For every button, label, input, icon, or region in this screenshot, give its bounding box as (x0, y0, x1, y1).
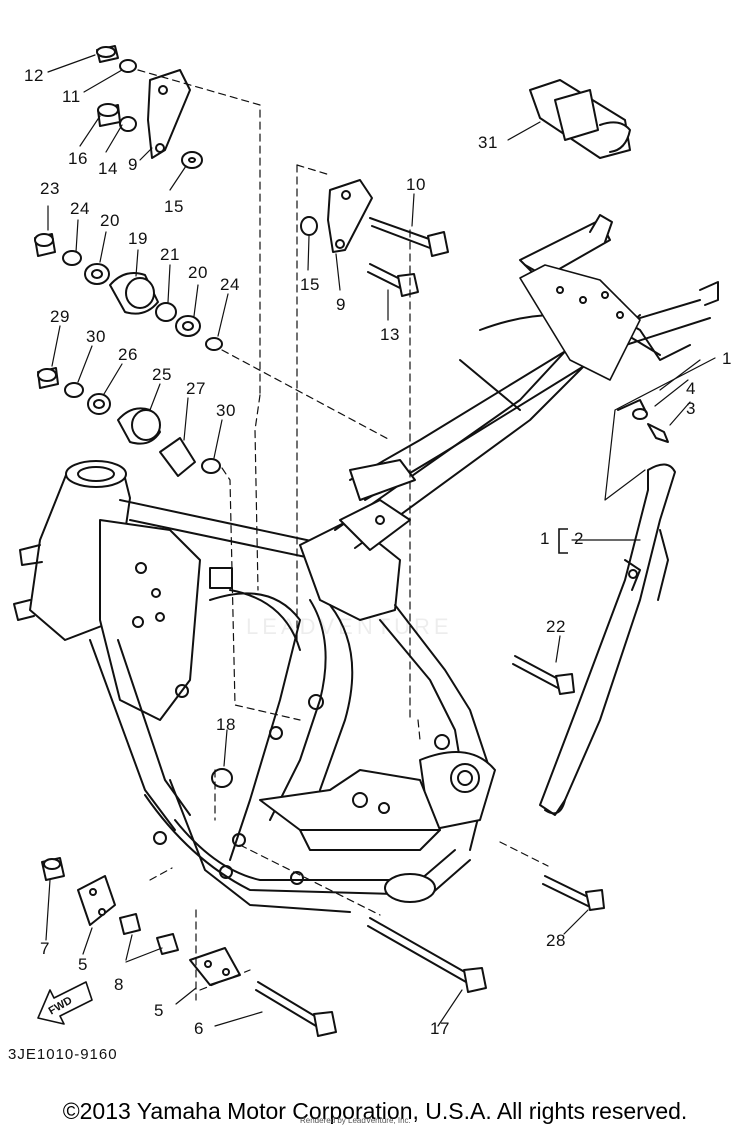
main-frame (13, 214, 719, 913)
callout-26: 26 (118, 345, 138, 364)
callout-23: 23 (40, 179, 60, 198)
battery-band (529, 79, 631, 159)
callout-27: 27 (186, 379, 206, 398)
engine-mount-plates (41, 857, 241, 986)
callout-12: 12 (24, 66, 44, 85)
part-code: 3JE1010-9160 (8, 1046, 118, 1063)
callout-3: 3 (686, 399, 696, 418)
callout-24-b: 24 (220, 275, 240, 294)
callout-8: 8 (114, 975, 124, 994)
callout-5-right: 5 (154, 1001, 164, 1020)
callout-1-upper: 1 (722, 349, 732, 368)
callout-13: 13 (380, 325, 400, 344)
leader-lines (45, 54, 716, 1027)
mid-bracket-plate (327, 179, 373, 253)
upper-bracket-plate (147, 69, 191, 159)
bracket-mark-icon (558, 528, 568, 554)
callout-21: 21 (160, 245, 180, 264)
callout-18: 18 (216, 715, 236, 734)
callout-14: 14 (98, 159, 118, 178)
assembly-guide-lines (137, 69, 549, 1001)
callout-25: 25 (152, 365, 172, 384)
callout-19: 19 (128, 229, 148, 248)
callout-15-upper: 15 (164, 197, 184, 216)
callout-9-upper: 9 (128, 155, 138, 174)
callout-2: 2 (574, 529, 584, 548)
rendered-by: Rendered by LeadVenture, Inc. (300, 1116, 411, 1125)
callout-22: 22 (546, 617, 566, 636)
callout-7: 7 (40, 939, 50, 958)
watermark: LEADVENTURE (246, 614, 453, 639)
frame-exploded-diagram (13, 45, 719, 1037)
mount-hardware (34, 45, 318, 788)
callout-5-left: 5 (78, 955, 88, 974)
rear-frame (539, 463, 676, 816)
callout-16: 16 (68, 149, 88, 168)
callout-1-lower: 1 (540, 529, 550, 548)
callout-10: 10 (406, 175, 426, 194)
callout-9-mid: 9 (336, 295, 346, 314)
callout-29: 29 (50, 307, 70, 326)
callout-6: 6 (194, 1019, 204, 1038)
callout-4: 4 (686, 379, 696, 398)
copyright-notice: ©2013 Yamaha Motor Corporation, U.S.A. A… (62, 1098, 688, 1124)
callout-20-a: 20 (100, 211, 120, 230)
callout-15-mid: 15 (300, 275, 320, 294)
callout-24-a: 24 (70, 199, 90, 218)
callout-31: 31 (478, 133, 498, 152)
callout-30-a: 30 (86, 327, 106, 346)
callout-17: 17 (430, 1019, 450, 1038)
callout-30-b: 30 (216, 401, 236, 420)
bolts (255, 217, 669, 1037)
callout-20-b: 20 (188, 263, 208, 282)
callout-28: 28 (546, 931, 566, 950)
fwd-arrow-icon (37, 981, 93, 1025)
callout-11: 11 (62, 87, 81, 106)
